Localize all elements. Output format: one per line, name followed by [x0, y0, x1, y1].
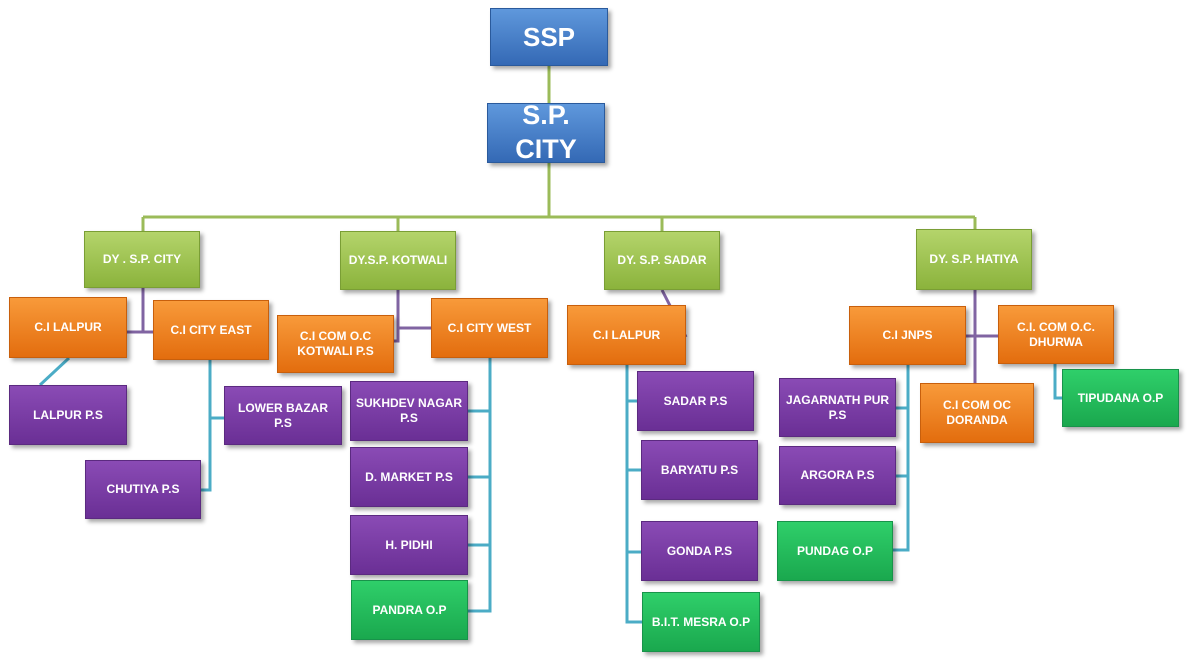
ci-com-oc-dhurwa-node: C.I. COM O.C. DHURWA	[998, 305, 1114, 364]
tipudana-op-node: TIPUDANA O.P	[1062, 369, 1179, 427]
d-market-ps-node: D. MARKET P.S	[350, 447, 468, 507]
jagarnath-pur-ps-node: JAGARNATH PUR P.S	[779, 378, 896, 437]
ci-lalpur-sadar-node: C.I LALPUR	[567, 305, 686, 365]
sukhdev-nagar-ps-node: SUKHDEV NAGAR P.S	[350, 381, 468, 441]
argora-ps-node: ARGORA P.S	[779, 446, 896, 505]
ci-jnps-node: C.I JNPS	[849, 306, 966, 365]
pundag-op-node: PUNDAG O.P	[777, 521, 893, 581]
dsp-sadar-node: DY. S.P. SADAR	[604, 231, 720, 290]
ci-city-east-node: C.I CITY EAST	[153, 300, 269, 360]
ci-com-oc-doranda-node: C.I COM OC DORANDA	[920, 383, 1034, 443]
hierarchy-connectors	[141, 66, 977, 231]
ci-com-oc-kotwali-node: C.I COM O.C KOTWALI P.S	[277, 315, 394, 373]
lalpur-ps-node: LALPUR P.S	[9, 385, 127, 445]
ci-city-west-node: C.I CITY WEST	[431, 298, 548, 358]
ci-to-station-connectors	[38, 356, 1062, 624]
bit-mesra-op-node: B.I.T. MESRA O.P	[642, 592, 760, 652]
chutiya-ps-node: CHUTIYA P.S	[85, 460, 201, 519]
dsp-city-node: DY . S.P. CITY	[84, 231, 200, 288]
ci-lalpur-city-node: C.I LALPUR	[9, 297, 127, 358]
sp-city-node: S.P. CITY	[487, 100, 605, 164]
dsp-hatiya-node: DY. S.P. HATIYA	[916, 229, 1032, 290]
pandra-op-node: PANDRA O.P	[351, 580, 468, 640]
h-pidhi-node: H. PIDHI	[350, 515, 468, 575]
sadar-ps-node: SADAR P.S	[637, 371, 754, 431]
ssp-node: SSP	[490, 8, 608, 66]
dsp-kotwali-node: DY.S.P. KOTWALI	[340, 231, 456, 290]
baryatu-ps-node: BARYATU P.S	[641, 440, 758, 500]
gonda-ps-node: GONDA P.S	[641, 521, 758, 581]
lower-bazar-ps-node: LOWER BAZAR P.S	[224, 386, 342, 445]
